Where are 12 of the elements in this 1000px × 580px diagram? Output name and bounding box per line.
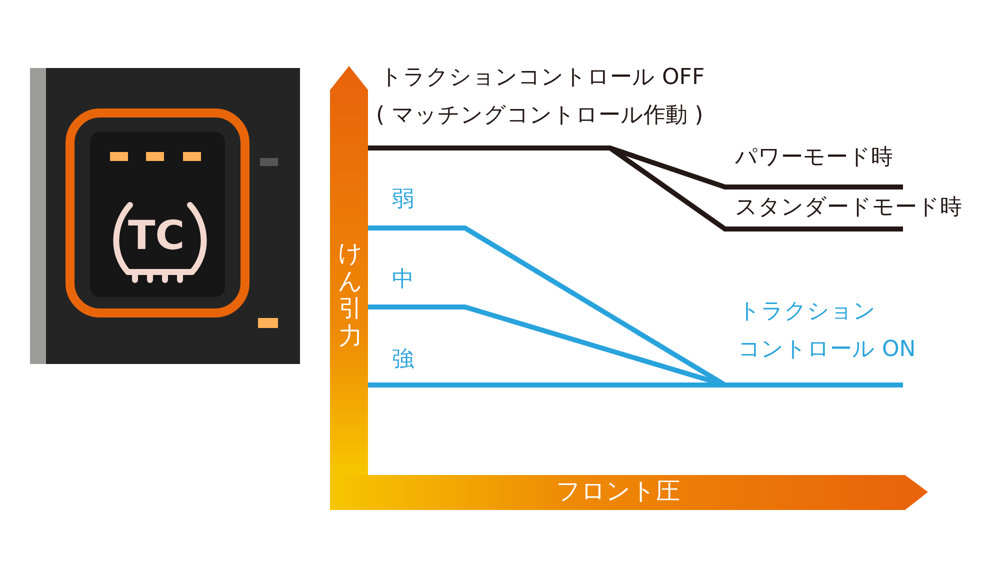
- line-label: 弱: [392, 188, 414, 212]
- axis-label: けん引力: [338, 240, 364, 350]
- line-label: ( マッチングコントロール作動 ): [376, 104, 704, 128]
- line-label: 中: [392, 268, 414, 292]
- line-label: トラクションコントロール OFF: [380, 66, 705, 90]
- line-label: 強: [392, 348, 414, 372]
- line-label: スタンダードモード時: [735, 196, 962, 220]
- switch-symbol-text: TC: [128, 214, 185, 258]
- line-label: パワーモード時: [735, 146, 893, 170]
- axis-label: フロント圧: [556, 478, 680, 504]
- line-label: コントロール ON: [738, 338, 916, 362]
- line-label: トラクション: [738, 300, 876, 324]
